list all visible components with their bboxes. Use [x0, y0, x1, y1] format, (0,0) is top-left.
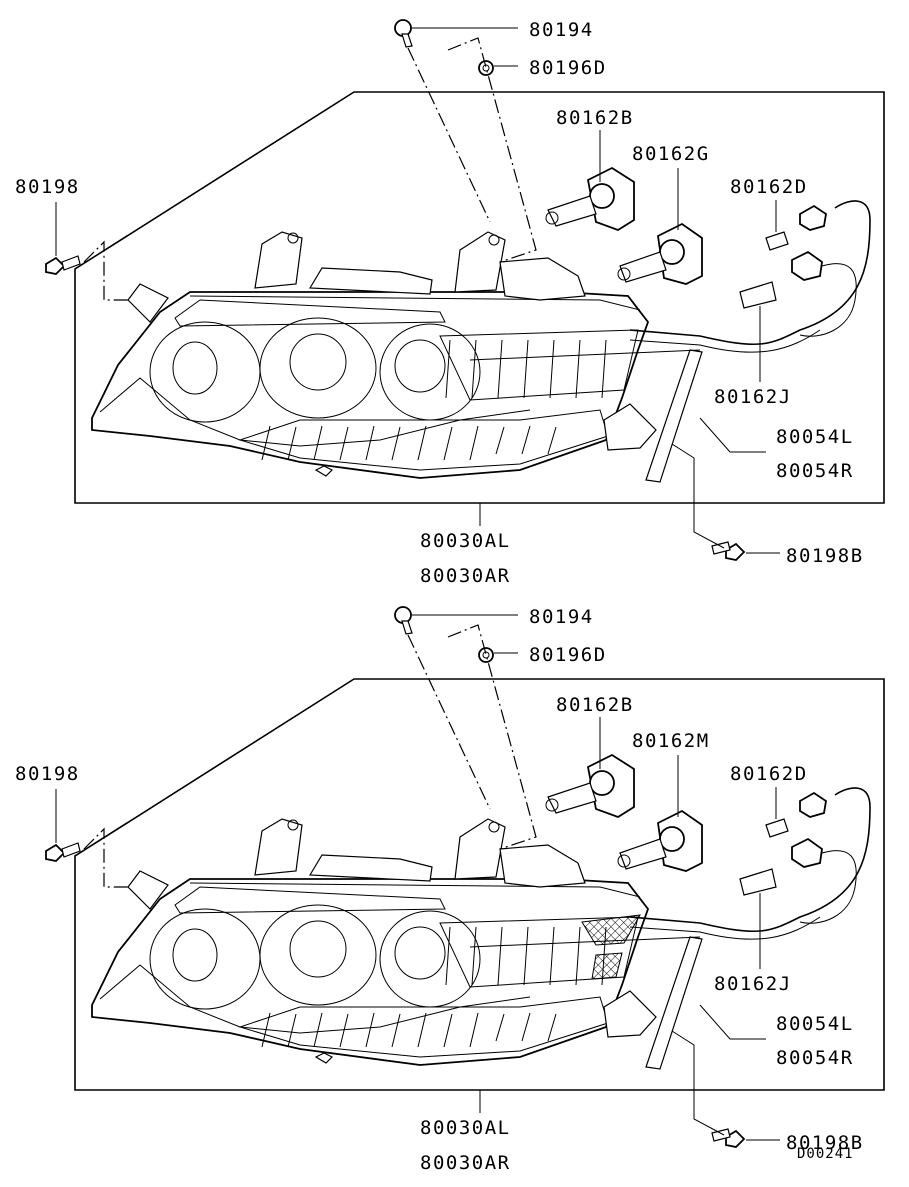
label-80030ar[interactable]: 80030AR [420, 1152, 511, 1174]
guide-lines [83, 37, 537, 301]
bulbs [545, 166, 857, 337]
label-80198b[interactable]: 80198B [786, 545, 864, 567]
label-80194[interactable]: 80194 [529, 19, 594, 41]
bulbs [545, 753, 857, 924]
label-80198[interactable]: 80198 [15, 763, 80, 785]
headlamp-assembly [91, 200, 871, 483]
label-80030al[interactable]: 80030AL [420, 1117, 511, 1139]
label-80162b[interactable]: 80162B [556, 694, 634, 716]
label-80162d[interactable]: 80162D [730, 763, 808, 785]
diagram-panel-lower: 80194 80196D 80162B 80162M 80162D 80198 80162J… [15, 606, 885, 1174]
label-80162d[interactable]: 80162D [730, 176, 808, 198]
label-80054l[interactable]: 80054L [776, 426, 854, 448]
label-80198[interactable]: 80198 [15, 176, 80, 198]
label-80030ar[interactable]: 80030AR [420, 565, 511, 587]
diagram-code: D00241 [797, 1146, 854, 1162]
label-80054r[interactable]: 80054R [776, 460, 854, 482]
part-labels: 80194 80196D 80162B 80162G 80162D 80198 80162J… [15, 19, 864, 587]
hatched-lens-lower [591, 952, 623, 980]
assembly-frame [74, 91, 885, 504]
label-80194[interactable]: 80194 [529, 606, 594, 628]
fasteners [45, 606, 746, 1148]
label-80162g[interactable]: 80162M [632, 730, 710, 752]
label-80196d[interactable]: 80196D [529, 644, 607, 666]
diagram-panel-upper: 80194 80196D 80162B 80162G 80162D 80198 80162J… [15, 19, 885, 587]
label-80162g[interactable]: 80162G [632, 143, 710, 165]
label-80030al[interactable]: 80030AL [420, 530, 511, 552]
label-80162j[interactable]: 80162J [714, 386, 792, 408]
label-80196d[interactable]: 80196D [529, 57, 607, 79]
guide-lines [83, 624, 537, 888]
label-80054r[interactable]: 80054R [776, 1047, 854, 1069]
label-80054l[interactable]: 80054L [776, 1013, 854, 1035]
label-80162j[interactable]: 80162J [714, 973, 792, 995]
label-80162b[interactable]: 80162B [556, 107, 634, 129]
leader-lines [55, 27, 780, 554]
headlamp-assembly [91, 787, 871, 1070]
fasteners [45, 19, 746, 561]
assembly-frame [74, 678, 885, 1091]
label-80198b[interactable]: 80198B [786, 1132, 864, 1154]
part-labels: 80194 80196D 80162B 80162M 80162D 80198 80162J… [15, 606, 864, 1174]
leader-lines [55, 614, 780, 1141]
hatched-lens-upper [581, 914, 641, 946]
